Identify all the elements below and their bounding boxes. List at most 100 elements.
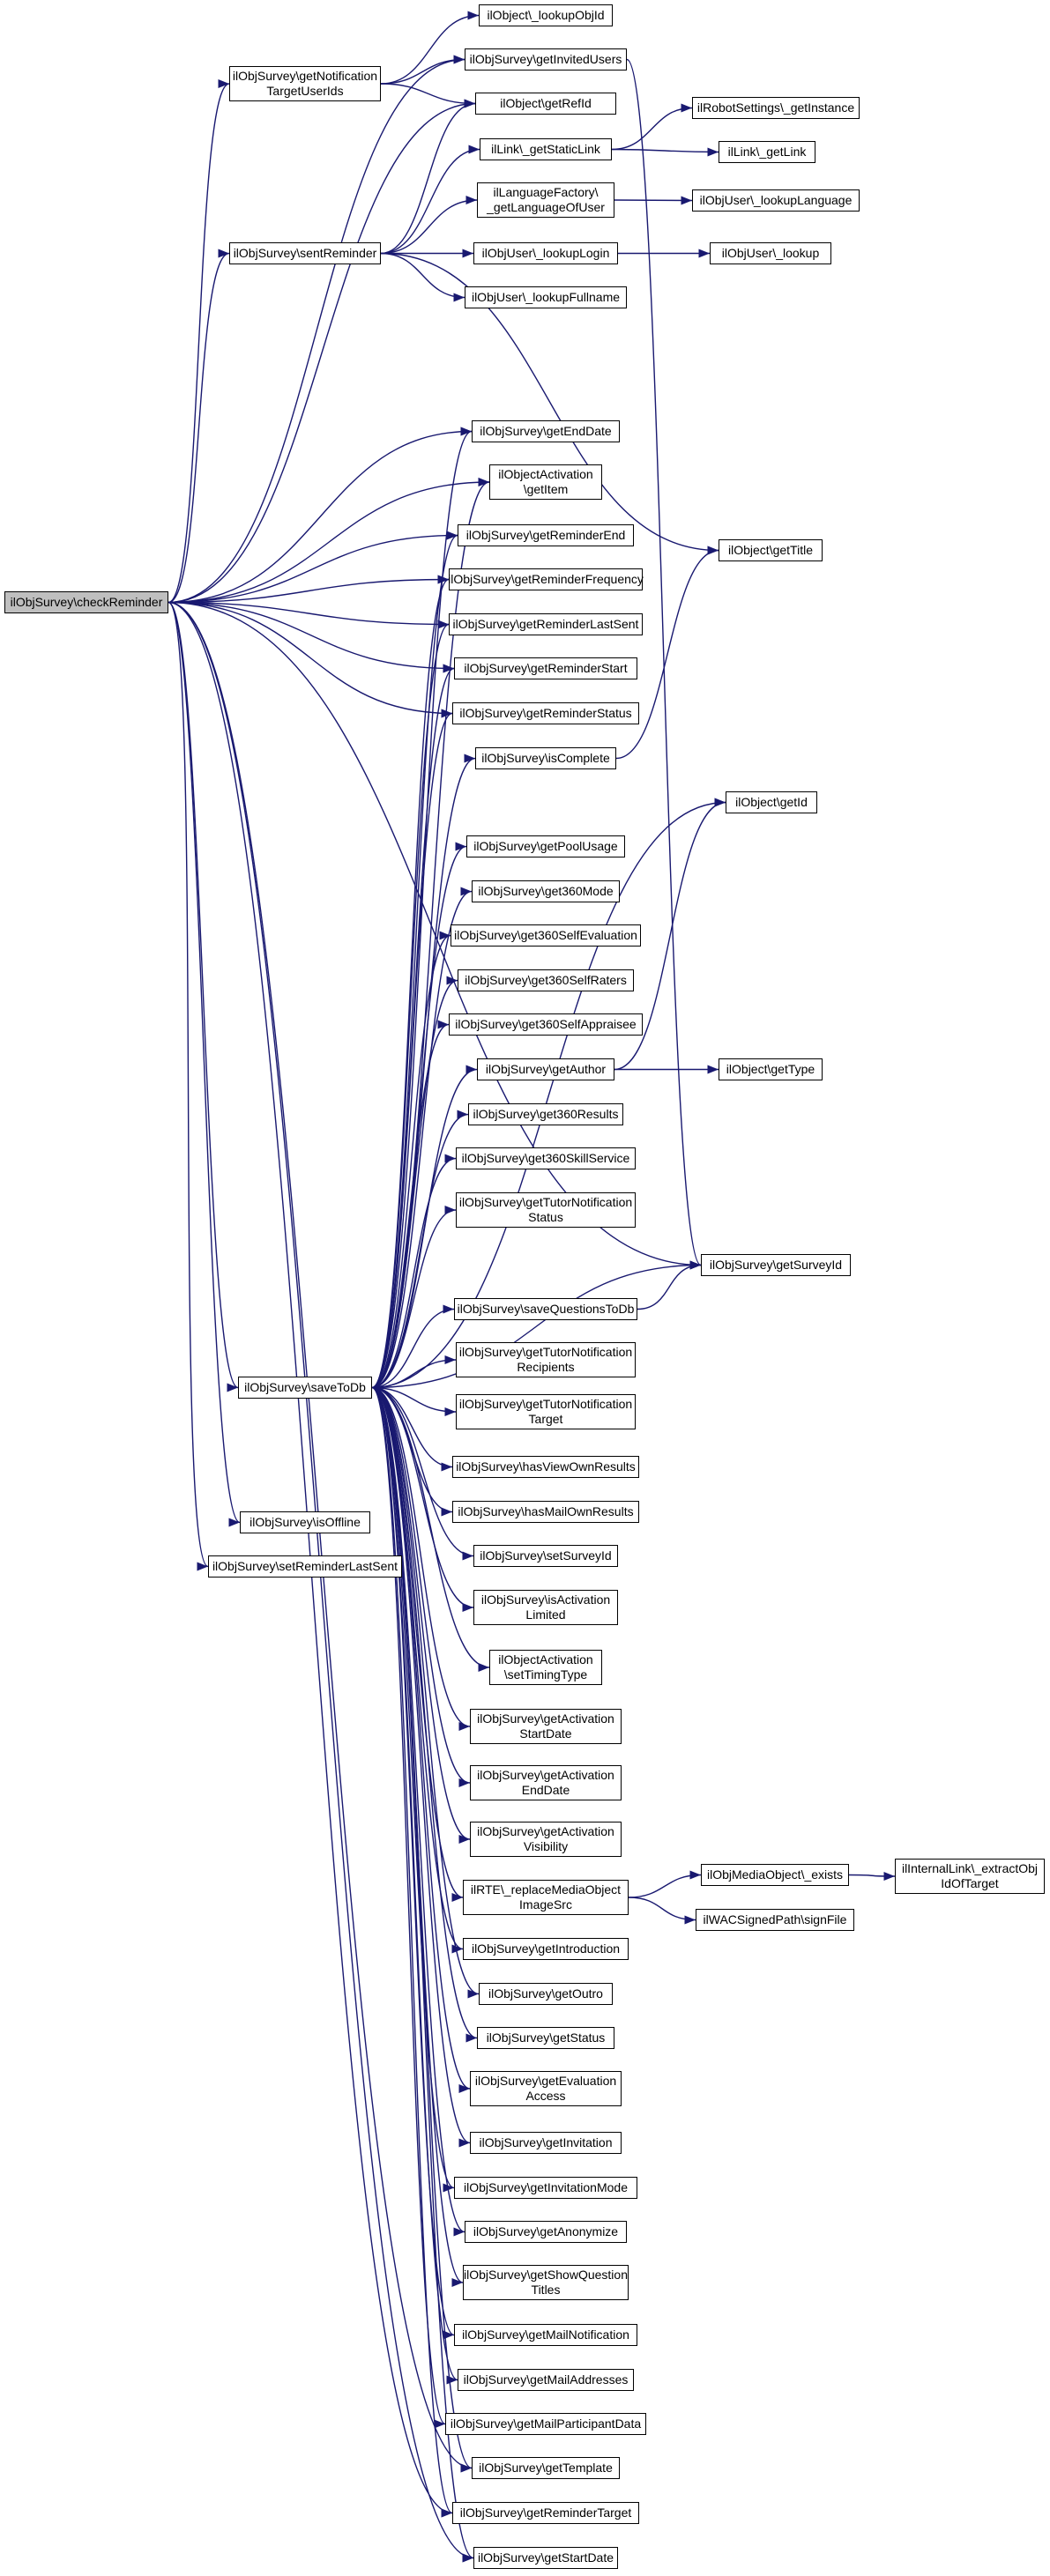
node-getReminderEnd[interactable]: ilObjSurvey\getReminderEnd (458, 524, 634, 546)
edge-checkReminder-to-getStartDate (168, 601, 474, 2563)
node-signFile[interactable]: ilWACSignedPath\signFile (696, 1909, 854, 1931)
edge-saveToDb-to-getMailAddresses (371, 1386, 458, 2385)
node-sentReminder[interactable]: ilObjSurvey\sentReminder (229, 242, 381, 264)
node-isActivationLimited[interactable]: ilObjSurvey\isActivation Limited (473, 1590, 618, 1625)
node-getEndDate[interactable]: ilObjSurvey\getEndDate (472, 420, 620, 442)
node-get360SelfEvaluation[interactable]: ilObjSurvey\get360SelfEvaluation (451, 924, 641, 947)
edge-saveToDb-to-get360SkillService (371, 1154, 457, 1389)
node-getTitle[interactable]: ilObject\getTitle (719, 539, 823, 561)
node-get360SkillService[interactable]: ilObjSurvey\get360SkillService (456, 1147, 636, 1169)
node-get360Results[interactable]: ilObjSurvey\get360Results (468, 1103, 623, 1125)
node-getOutro[interactable]: ilObjSurvey\getOutro (479, 1983, 613, 2005)
edge-saveToDb-to-getInvitationMode (371, 1386, 455, 2193)
node-getId[interactable]: ilObject\getId (726, 791, 817, 813)
node-extractObjIdOfTarget[interactable]: ilInternalLink\_extractObj IdOfTarget (895, 1859, 1045, 1894)
node-lookup[interactable]: ilObjUser\_lookup (710, 242, 831, 264)
node-saveQuestionsToDb[interactable]: ilObjSurvey\saveQuestionsToDb (454, 1298, 637, 1320)
node-getTutorNotificationStatus[interactable]: ilObjSurvey\getTutorNotification Status (456, 1192, 636, 1228)
node-getLanguageOfUser[interactable]: ilLanguageFactory\ _getLanguageOfUser (477, 182, 614, 218)
edge-saveToDb-to-getEndDate (371, 427, 473, 1389)
node-getStartDate[interactable]: ilObjSurvey\getStartDate (473, 2547, 618, 2569)
node-oaGetItem[interactable]: ilObjectActivation \getItem (489, 464, 602, 500)
edge-checkReminder-to-getRefId (168, 99, 476, 604)
edge-checkReminder-to-getReminderFrequency (168, 575, 450, 604)
edge-saveToDb-to-getActivationStartDate (371, 1386, 471, 1731)
node-lookupLanguage[interactable]: ilObjUser\_lookupLanguage (692, 189, 860, 212)
node-getStatus[interactable]: ilObjSurvey\getStatus (477, 2027, 614, 2049)
node-getReminderFrequency[interactable]: ilObjSurvey\getReminderFrequency (448, 568, 644, 590)
node-setSurveyId[interactable]: ilObjSurvey\setSurveyId (473, 1545, 618, 1567)
node-getType[interactable]: ilObject\getType (719, 1058, 823, 1080)
node-mediaExists[interactable]: ilObjMediaObject\_exists (701, 1864, 849, 1886)
node-setTimingType[interactable]: ilObjectActivation \setTimingType (489, 1650, 602, 1685)
edge-sentReminder-to-lookupFullname (380, 252, 465, 302)
edge-saveToDb-to-getTutorNotificationRecipients (371, 1355, 457, 1389)
node-getActivationVisibility[interactable]: ilObjSurvey\getActivation Visibility (470, 1822, 622, 1857)
node-getAnonymize[interactable]: ilObjSurvey\getAnonymize (465, 2221, 627, 2243)
edge-checkReminder-to-getInvitedUsers (168, 55, 465, 604)
node-getSurveyId[interactable]: ilObjSurvey\getSurveyId (701, 1254, 851, 1276)
node-getTemplate[interactable]: ilObjSurvey\getTemplate (472, 2457, 620, 2479)
edge-sentReminder-to-getStaticLink (380, 145, 480, 255)
node-getReminderStart[interactable]: ilObjSurvey\getReminderStart (454, 657, 637, 679)
node-hasMailOwnResults[interactable]: ilObjSurvey\hasMailOwnResults (452, 1501, 639, 1523)
edge-saveToDb-to-getSurveyId (371, 1260, 702, 1389)
node-lookupLogin[interactable]: ilObjUser\_lookupLogin (473, 242, 618, 264)
edge-saveToDb-to-getReminderLastSent (371, 620, 450, 1389)
node-getShowQuestionTitles[interactable]: ilObjSurvey\getShowQuestion Titles (463, 2265, 629, 2300)
node-checkReminder[interactable]: ilObjSurvey\checkReminder (4, 591, 168, 613)
node-getAuthor[interactable]: ilObjSurvey\getAuthor (477, 1058, 614, 1080)
node-getMailNotification[interactable]: ilObjSurvey\getMailNotification (454, 2324, 637, 2346)
node-getInvitation[interactable]: ilObjSurvey\getInvitation (470, 2132, 622, 2154)
edge-getNotificationTargetUserIds-to-getInvitedUsers (380, 55, 465, 85)
edge-getLanguageOfUser-to-lookupLanguage (614, 196, 693, 205)
edge-saveToDb-to-get360Results (371, 1110, 469, 1389)
edge-saveToDb-to-getReminderFrequency (371, 575, 450, 1389)
node-getTutorNotificationRecipients[interactable]: ilObjSurvey\getTutorNotification Recipie… (456, 1342, 636, 1377)
edge-saveToDb-to-get360SelfRaters (371, 976, 458, 1389)
edge-getStaticLink-to-getInstance (611, 103, 693, 151)
edge-saveToDb-to-getReminderEnd (371, 531, 458, 1389)
edge-getStaticLink-to-getLink (611, 147, 719, 157)
edge-saveToDb-to-getAnonymize (371, 1386, 465, 2237)
edge-checkReminder-to-getReminderStart (168, 601, 455, 673)
node-getEvaluationAccess[interactable]: ilObjSurvey\getEvaluation Access (470, 2071, 622, 2106)
node-getMailAddresses[interactable]: ilObjSurvey\getMailAddresses (458, 2369, 634, 2391)
edge-getAuthor-to-getId (614, 798, 726, 1071)
node-get360SelfAppraisee[interactable]: ilObjSurvey\get360SelfAppraisee (449, 1013, 643, 1036)
edge-checkReminder-to-saveToDb (168, 601, 239, 1392)
node-lookupFullname[interactable]: ilObjUser\_lookupFullname (465, 286, 627, 308)
edge-checkReminder-to-setReminderLastSent (168, 601, 209, 1571)
node-getIntroduction[interactable]: ilObjSurvey\getIntroduction (463, 1938, 629, 1960)
node-isComplete[interactable]: ilObjSurvey\isComplete (475, 747, 616, 769)
node-getLink[interactable]: ilLink\_getLink (719, 141, 815, 163)
node-setReminderLastSent[interactable]: ilObjSurvey\setReminderLastSent (208, 1555, 402, 1578)
node-getTutorNotificationTarget[interactable]: ilObjSurvey\getTutorNotification Target (456, 1394, 636, 1429)
node-getActivationStartDate[interactable]: ilObjSurvey\getActivation StartDate (470, 1709, 622, 1744)
node-getActivationEndDate[interactable]: ilObjSurvey\getActivation EndDate (470, 1765, 622, 1800)
node-getMailParticipantData[interactable]: ilObjSurvey\getMailParticipantData (445, 2413, 646, 2435)
node-getRefId[interactable]: ilObject\getRefId (475, 93, 616, 115)
node-getPoolUsage[interactable]: ilObjSurvey\getPoolUsage (466, 835, 625, 857)
edge-saveToDb-to-get360SelfEvaluation (371, 931, 451, 1389)
node-saveToDb[interactable]: ilObjSurvey\saveToDb (238, 1377, 372, 1399)
edge-saveToDb-to-getReminderStatus (371, 709, 453, 1389)
node-getReminderLastSent[interactable]: ilObjSurvey\getReminderLastSent (449, 613, 643, 635)
node-get360Mode[interactable]: ilObjSurvey\get360Mode (472, 880, 620, 902)
edge-replaceMediaObjectImageSrc-to-mediaExists (628, 1870, 702, 1898)
node-getReminderStatus[interactable]: ilObjSurvey\getReminderStatus (452, 702, 639, 724)
node-get360SelfRaters[interactable]: ilObjSurvey\get360SelfRaters (458, 969, 634, 991)
node-getNotificationTargetUserIds[interactable]: ilObjSurvey\getNotification TargetUserId… (229, 66, 381, 101)
node-getInstance[interactable]: ilRobotSettings\_getInstance (692, 97, 860, 119)
node-isOffline[interactable]: ilObjSurvey\isOffline (240, 1511, 370, 1533)
edge-checkReminder-to-sentReminder (168, 249, 230, 604)
node-getStaticLink[interactable]: ilLink\_getStaticLink (480, 138, 612, 160)
node-replaceMediaObjectImageSrc[interactable]: ilRTE\_replaceMediaObject ImageSrc (463, 1880, 629, 1915)
edge-saveToDb-to-saveQuestionsToDb (371, 1304, 455, 1389)
node-getInvitedUsers[interactable]: ilObjSurvey\getInvitedUsers (465, 48, 627, 71)
node-getReminderTarget[interactable]: ilObjSurvey\getReminderTarget (452, 2502, 639, 2524)
node-getInvitationMode[interactable]: ilObjSurvey\getInvitationMode (454, 2177, 637, 2199)
node-hasViewOwnResults[interactable]: ilObjSurvey\hasViewOwnResults (452, 1456, 639, 1478)
node-lookupObjId[interactable]: ilObject\_lookupObjId (479, 4, 613, 26)
